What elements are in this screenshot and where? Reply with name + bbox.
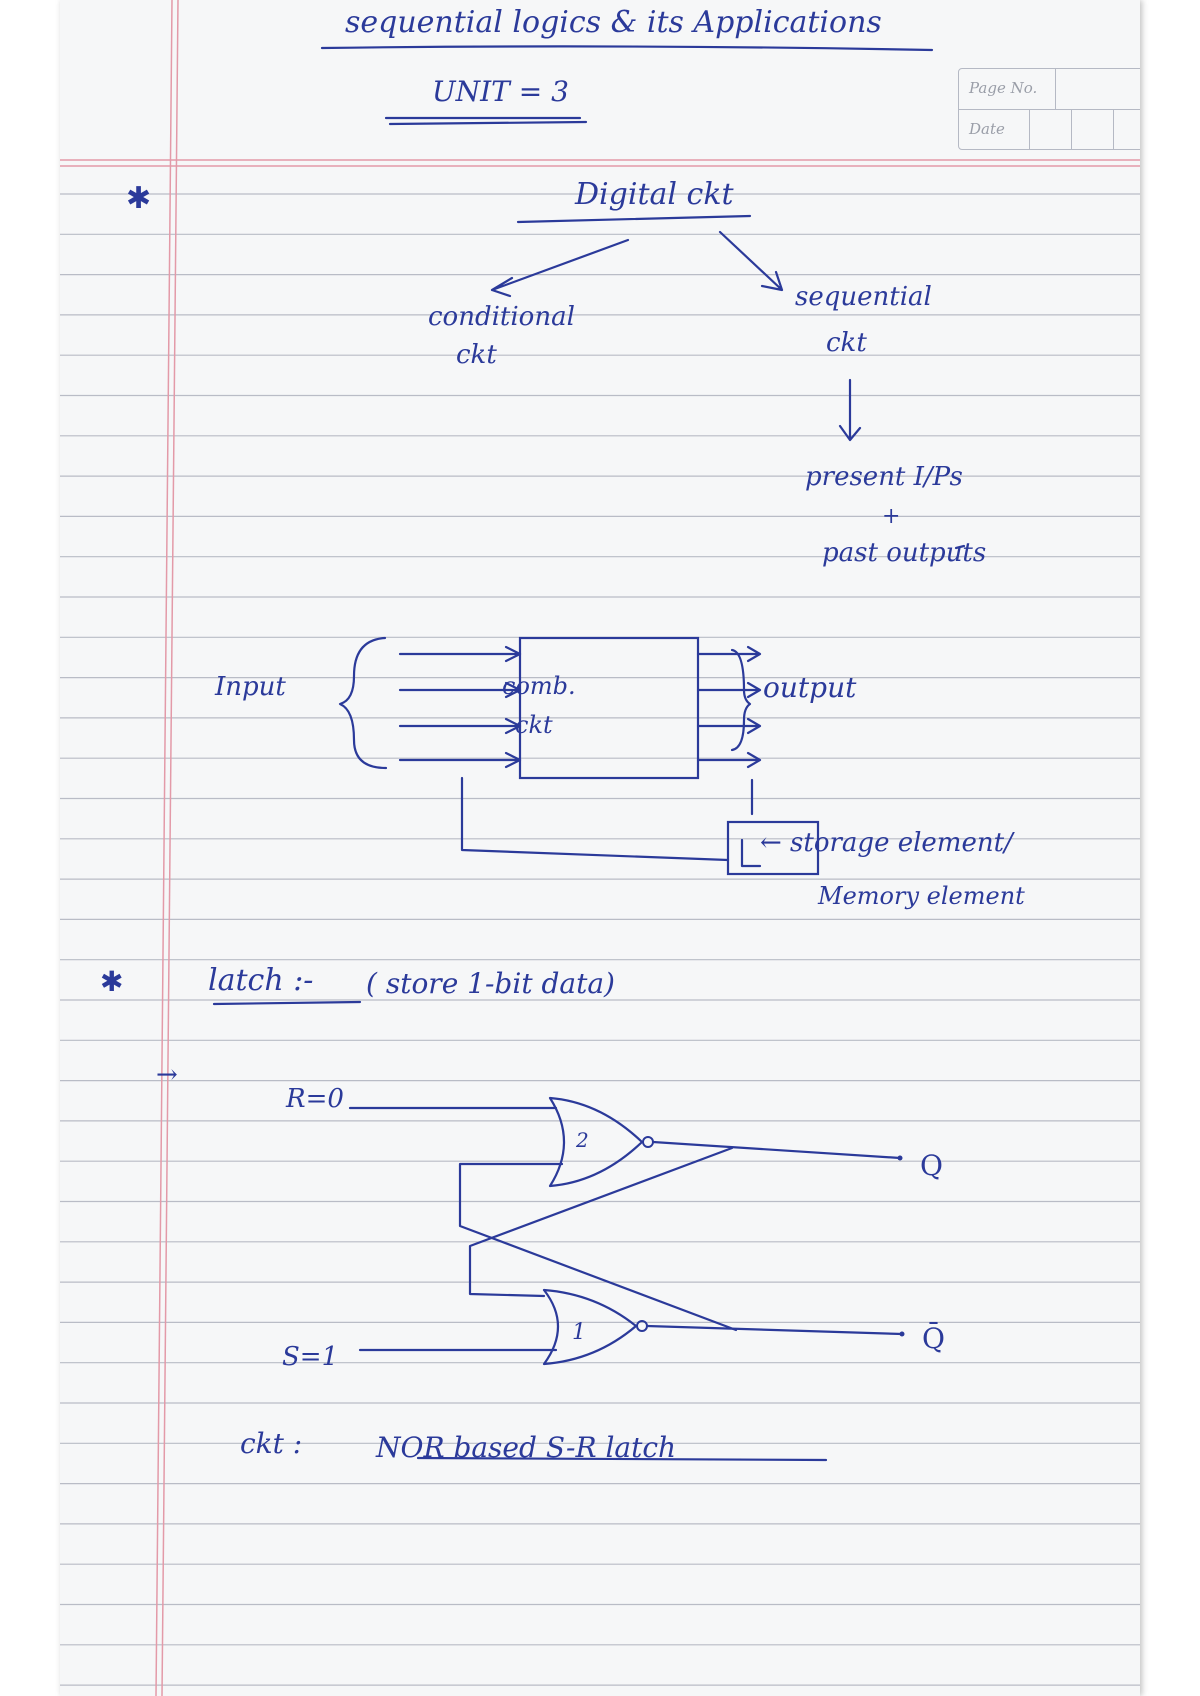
arrow-marker: → [156,1060,178,1090]
memory-element-label: Memory element [818,882,1025,910]
input-arrow-3 [398,717,522,735]
conditional-label: conditional [428,302,575,332]
caption-prefix: ckt : [240,1427,303,1460]
date-label: Date [969,120,1005,138]
storage-element-label: ← storage element/ [760,828,1013,858]
feedback-line [460,776,730,862]
unit-underline [384,116,588,126]
bullet-star-2: ✱ [100,965,124,998]
gate-1-number: 1 [572,1320,586,1345]
gate-2-number: 2 [576,1128,589,1152]
comb-ckt-line1: comb. [502,672,576,700]
output-arrow-3 [696,717,762,735]
past-outputs-label: past outputs [822,538,987,568]
comb-ckt-box [518,636,700,780]
q-bar-output-terminal [899,1331,905,1337]
unit-label: UNIT = 3 [432,75,569,108]
output-brace [730,648,752,752]
nor-gate-1 [542,1288,638,1366]
feedback-q-bar-to-gate-2 [458,1162,738,1332]
storage-element-box [726,820,820,876]
output-label: output [763,671,857,704]
diagram-strokes [212,45,966,1462]
nor-gate-2-bubble [642,1136,654,1148]
caption-underline [416,1456,828,1462]
left-margin-line [161,0,179,1696]
bullet-star-1: ✱ [126,181,152,216]
page-no-label: Page No. [969,79,1038,97]
feedback-q-to-gate-1 [468,1146,734,1298]
q-output-terminal [897,1155,903,1161]
q-bar-output-wire [645,1324,904,1336]
q-output-label: Q [920,1149,943,1182]
sequential-ckt-label: ckt [826,328,867,358]
nor-gate-2 [548,1096,644,1188]
digital-ckt-underline [516,214,752,224]
output-arrow-4 [696,751,762,769]
ruled-lines [60,0,1140,1696]
latch-heading: latch :- [208,963,314,998]
input-arrow-4 [398,751,522,769]
plus-sign: + [882,504,901,529]
left-margin-line [155,0,173,1696]
output-arrow-1 [696,645,762,663]
input-arrow-1 [398,645,522,663]
present-inputs-label: present I/Ps [805,462,963,492]
nor-gate-1-bubble [636,1320,648,1332]
s-input-label: S=1 [282,1342,339,1372]
page-date-box: Page No. Date [958,68,1140,150]
page-title: sequential logics & its Applications [345,5,882,40]
q-output-wire [651,1140,902,1160]
comb-ckt-line2: ckt [515,711,553,739]
digital-ckt-label: Digital ckt [575,177,734,212]
output-arrow-2 [696,681,762,699]
sequential-label: sequential [795,282,932,312]
down-arrow [838,378,862,442]
storage-mark [740,838,762,868]
past-outputs-tail [954,544,966,550]
left-branch-arrow [490,238,630,298]
input-label: Input [215,672,286,702]
r-input-label: R=0 [286,1084,344,1114]
q-bar-output-label: Q̄ [922,1322,945,1355]
latch-heading-underline [212,1000,362,1006]
right-branch-arrow [718,230,784,292]
input-brace [338,636,388,770]
circuit-caption: NOR based S-R latch [376,1431,677,1464]
notebook-page: sequential logics & its Applications UNI… [60,0,1140,1696]
input-arrow-2 [398,681,522,699]
title-underline [320,45,934,52]
latch-note: ( store 1-bit data) [366,967,615,1000]
conditional-ckt-label: ckt [456,340,497,370]
